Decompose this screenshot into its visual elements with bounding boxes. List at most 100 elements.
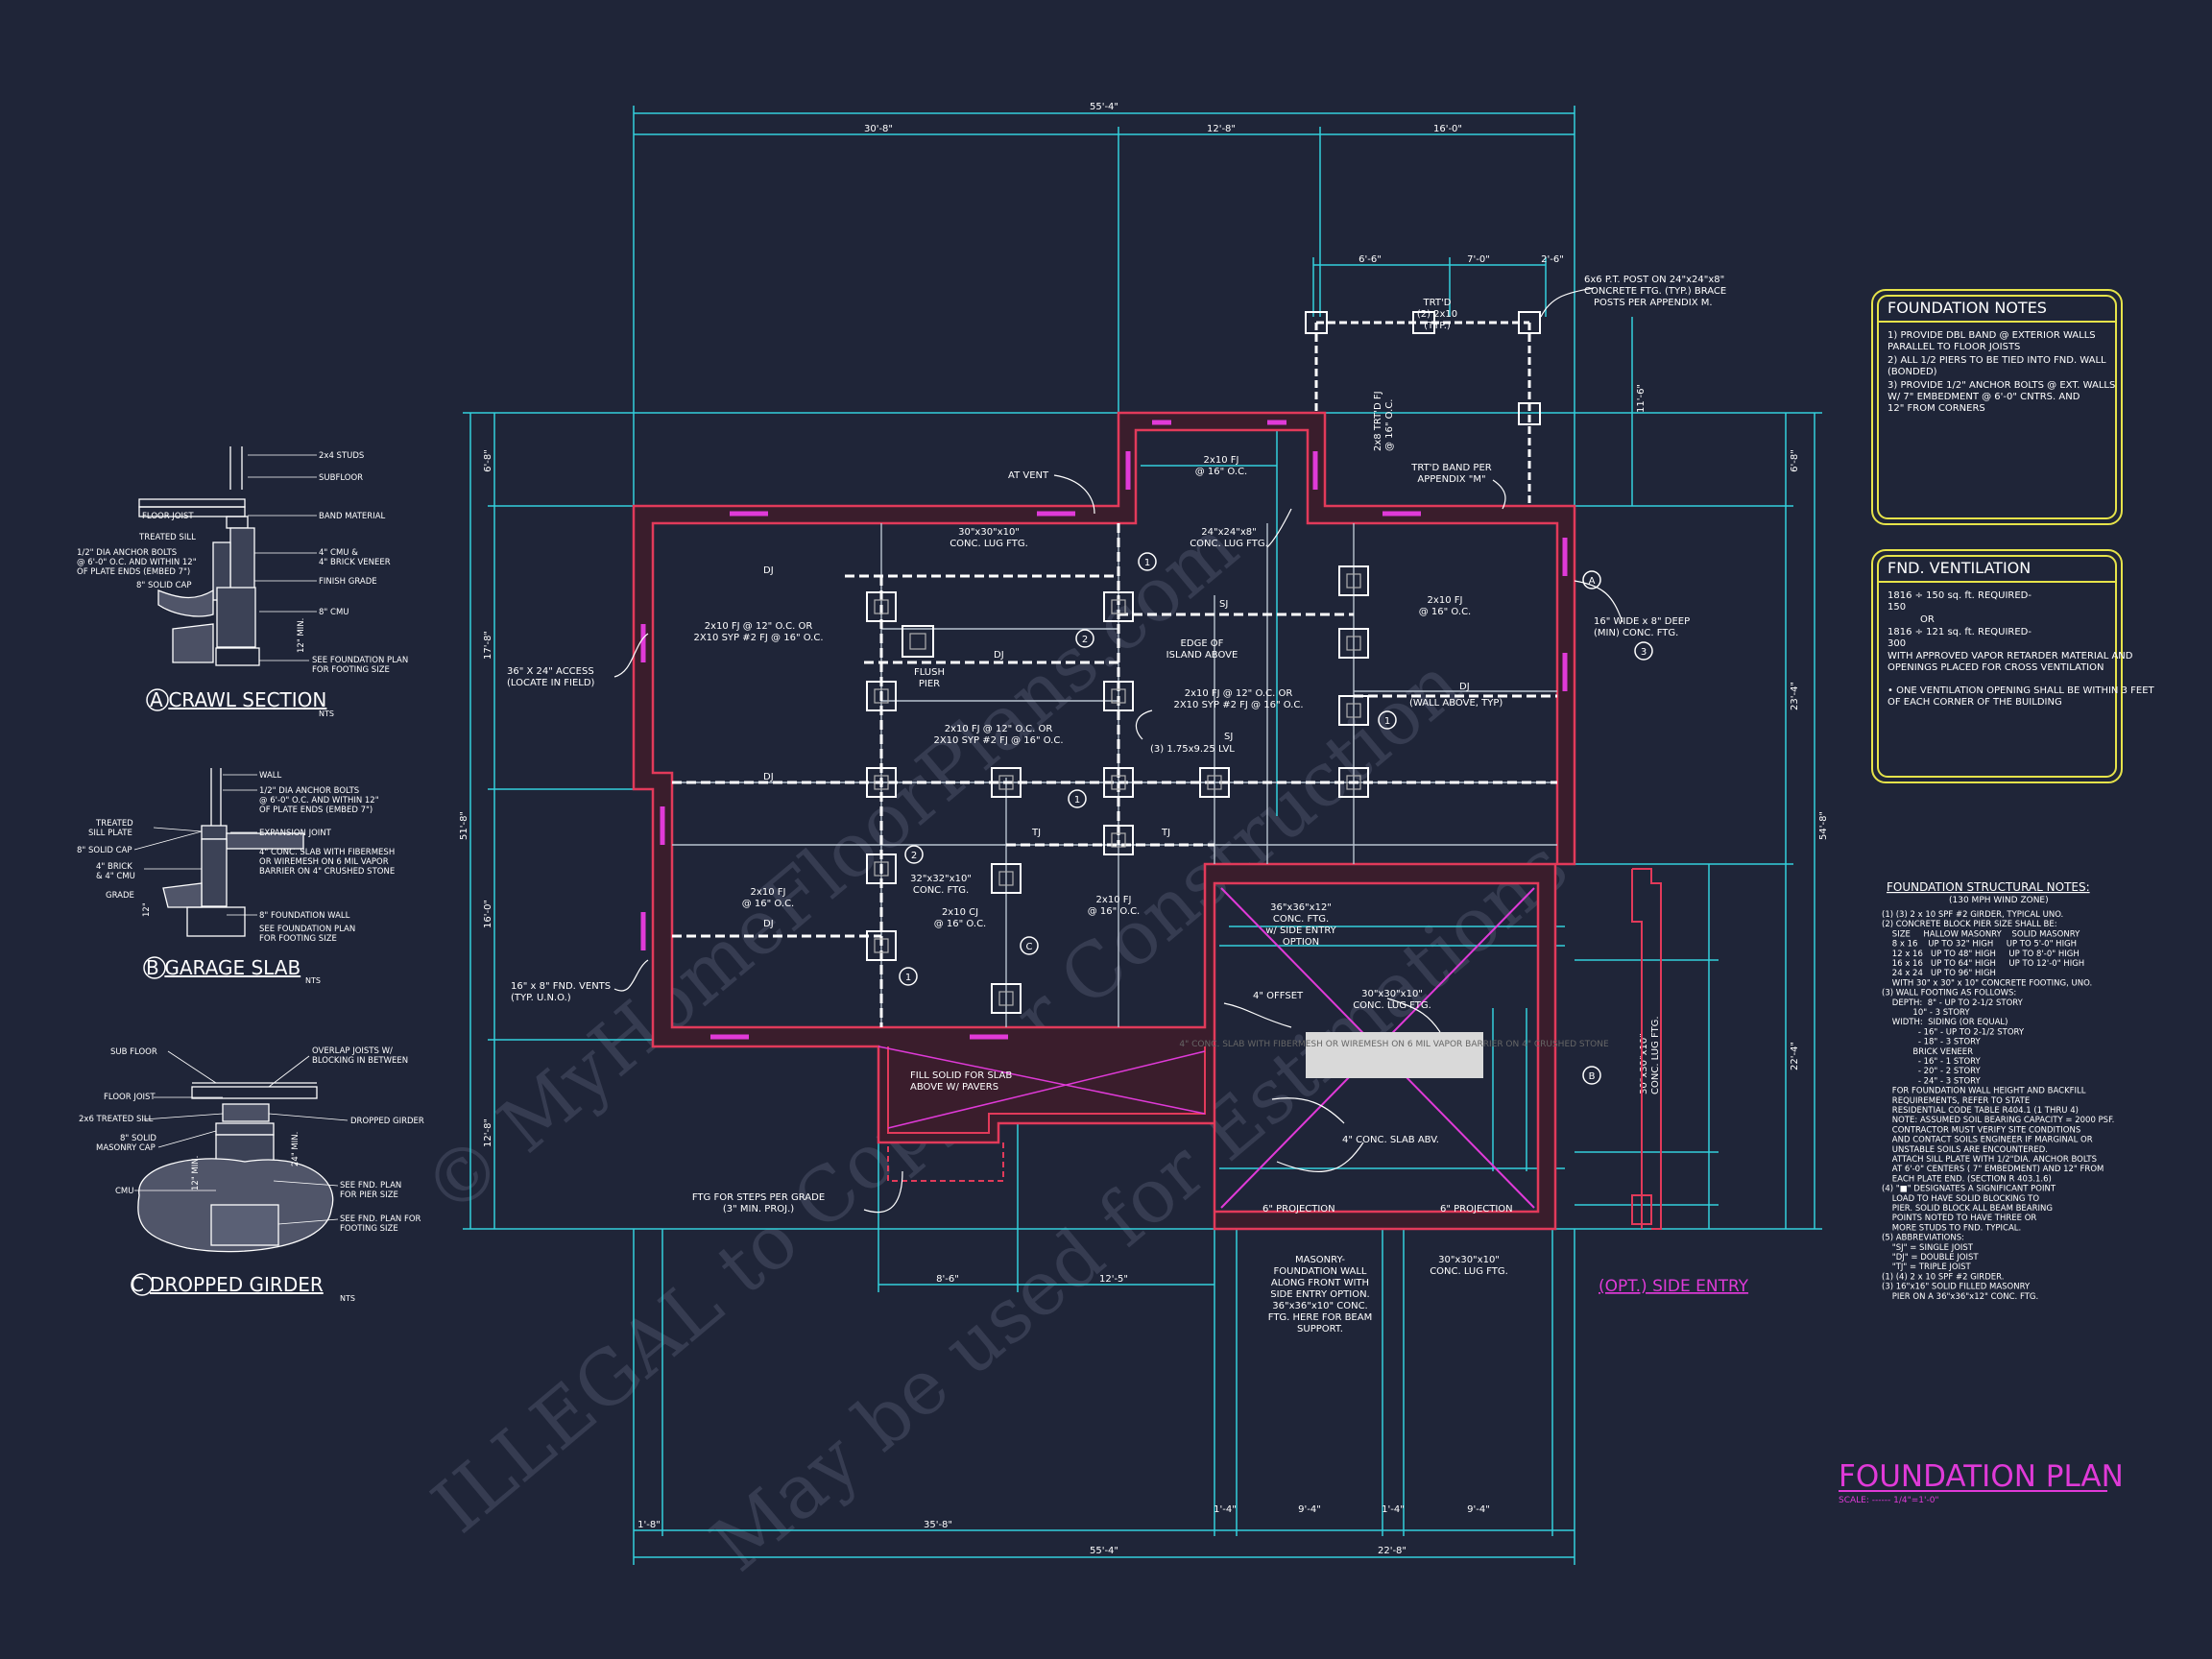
foundation-notes-list: 1) PROVIDE DBL BAND @ EXTERIOR WALLS PAR… xyxy=(1887,330,2115,414)
dim-bottom-f: 1'-4" xyxy=(1382,1504,1405,1515)
crawl-label: 1/2" DIA ANCHOR BOLTS@ 6'-0" O.C. AND WI… xyxy=(77,548,197,577)
pier xyxy=(866,591,897,622)
dim-top-total: 55'-4" xyxy=(1090,102,1118,112)
label-wide-ftg: 16" WIDE x 8" DEEP(MIN) CONC. FTG. xyxy=(1594,616,1690,638)
drawing-title: FOUNDATION PLAN xyxy=(1839,1459,2124,1494)
structural-notes: FOUNDATION STRUCTURAL NOTES: (130 MPH WI… xyxy=(1882,880,2114,1302)
svg-text:B: B xyxy=(1589,1071,1596,1082)
dim-right-total: 54'-8" xyxy=(1818,811,1829,840)
note-line: 1816 ÷ 121 sq. ft. REQUIRED- xyxy=(1887,627,2032,637)
leaders xyxy=(613,287,1623,1214)
label-pier-32: 32"x32"x10"CONC. FTG. xyxy=(910,874,972,896)
label-vents: 16" x 8" FND. VENTS(TYP. U.N.O.) xyxy=(511,981,611,1003)
girder-label: 2x6 TREATED SILL xyxy=(79,1115,154,1124)
girder-label: OVERLAP JOISTS W/BLOCKING IN BETWEEN xyxy=(312,1046,408,1066)
dim-right-b: 23'-4" xyxy=(1790,682,1800,710)
pier xyxy=(1338,767,1369,798)
girder-label: 12" MIN. xyxy=(191,1156,201,1190)
structural-note-line: CONTRACTOR MUST VERIFY SITE CONDITIONS xyxy=(1882,1125,2080,1135)
ventilation-notes-panel: FND. VENTILATION 1816 ÷ 150 sq. ft. REQU… xyxy=(1871,549,2155,783)
structural-note-line: "TJ" = TRIPLE JOIST xyxy=(1882,1262,1971,1272)
svg-text:1: 1 xyxy=(1384,716,1390,727)
structural-note-line: WITH 30" x 30" x 10" CONCRETE FOOTING, U… xyxy=(1882,978,2092,988)
note-line: PARALLEL TO FLOOR JOISTS xyxy=(1887,342,2020,352)
ventilation-notes-list: 1816 ÷ 150 sq. ft. REQUIRED- 150 OR 1816… xyxy=(1887,590,2155,708)
structural-note-line: PIER ON A 36"x36"x12" CONC. FTG. xyxy=(1882,1292,2038,1302)
structural-note-line: 10" - 3 STORY xyxy=(1882,1008,1970,1018)
label-wall-above: (WALL ABOVE, TYP) xyxy=(1409,698,1503,709)
crawl-label: FLOOR JOIST xyxy=(142,512,194,521)
pier xyxy=(1103,825,1134,855)
structural-note-line: MORE STUDS TO FND. TYPICAL. xyxy=(1882,1223,2021,1233)
crawl-nts: NTS xyxy=(319,709,334,718)
pier xyxy=(1103,681,1134,711)
detail-marker-text: 1 2 1 2 1 C 1 3 A B xyxy=(905,558,1647,1082)
structural-note-line: LOAD TO HAVE SOLID BLOCKING TO xyxy=(1882,1194,2039,1204)
structural-note-line: - 16" - UP TO 2-1/2 STORY xyxy=(1882,1027,2025,1037)
garage-labels: WALL 1/2" DIA ANCHOR BOLTS@ 6'-0" O.C. A… xyxy=(77,771,395,944)
structural-notes-subtitle: (130 MPH WIND ZONE) xyxy=(1949,896,2049,905)
svg-text:1: 1 xyxy=(905,973,911,983)
label-garage-lug: 30"x30"x10"CONC. LUG FTG. xyxy=(1353,989,1431,1011)
dim-bottom-c: 22'-8" xyxy=(1378,1546,1407,1556)
label-fj-right: 2x10 FJ@ 16" O.C. xyxy=(1419,595,1472,617)
structural-note-line: EACH PLATE END. (SECTION R 403.1.6) xyxy=(1882,1174,2052,1184)
note-line: OPENINGS PLACED FOR CROSS VENTILATION xyxy=(1887,662,2104,673)
pier xyxy=(866,767,897,798)
dim-porch-c: 2'-6" xyxy=(1541,254,1564,265)
crawl-letter: A xyxy=(150,688,163,711)
garage-label: 4" BRICK& 4" CMU xyxy=(96,862,135,881)
side-entry-outline xyxy=(1631,868,1662,1230)
label-proj-left: 6" PROJECTION xyxy=(1262,1204,1335,1214)
dim-bottom-e: 9'-4" xyxy=(1298,1504,1321,1515)
dim-left-d: 12'-8" xyxy=(483,1118,493,1147)
note-line: 150 xyxy=(1887,602,1906,613)
note-line: 1816 ÷ 150 sq. ft. REQUIRED- xyxy=(1887,590,2032,601)
svg-text:2: 2 xyxy=(1082,635,1088,645)
svg-text:1: 1 xyxy=(1144,558,1150,568)
pier xyxy=(991,767,1022,798)
foundation-walls xyxy=(632,411,1576,1231)
dimension-lines xyxy=(463,106,1822,1565)
note-line: 2) ALL 1/2 PIERS TO BE TIED INTO FND. WA… xyxy=(1887,355,2106,366)
note-line: 300 xyxy=(1887,638,1906,649)
girder-label: SUB FLOOR xyxy=(110,1047,157,1057)
structural-note-line: (5) ABBREVIATIONS: xyxy=(1882,1234,1964,1243)
structural-note-line: FOR FOUNDATION WALL HEIGHT AND BACKFILL xyxy=(1882,1087,2086,1096)
dim-bottom-d: 1'-4" xyxy=(1214,1504,1237,1515)
structural-note-line: SIZE HALLOW MASONRY SOLID MASONRY xyxy=(1882,929,2080,939)
dim-top-c: 16'-0" xyxy=(1433,124,1462,134)
svg-text:A: A xyxy=(1589,576,1596,587)
structural-note-line: BRICK VENEER xyxy=(1882,1047,1973,1057)
garage-slab-area: 4" CONC. SLAB WITH FIBERMESH OR WIREMESH… xyxy=(878,887,1609,1209)
note-line: OF EACH CORNER OF THE BUILDING xyxy=(1887,697,2062,708)
structural-note-line: AT 6'-0" CENTERS ( 7" EMBEDMENT) AND 12"… xyxy=(1882,1165,2104,1174)
dim-right-a: 6'-8" xyxy=(1790,449,1800,472)
label-access: 36" X 24" ACCESS(LOCATE IN FIELD) xyxy=(507,666,595,688)
foundation-notes-title: FOUNDATION NOTES xyxy=(1887,299,2047,317)
pier xyxy=(991,863,1022,894)
note-line: • ONE VENTILATION OPENING SHALL BE WITHI… xyxy=(1887,685,2155,696)
label-side-entry-lug: 30"x30"x10"CONC. LUG FTG. xyxy=(1639,1016,1661,1094)
label-dj: DJ xyxy=(1459,682,1470,692)
garage-slab-note: 4" CONC. SLAB WITH FIBERMESH OR WIREMESH… xyxy=(1179,1040,1609,1049)
garage-title-text: GARAGE SLAB xyxy=(164,956,301,979)
garage-label: 8" FOUNDATION WALL xyxy=(259,911,350,921)
structural-note-line: 16 x 16 UP TO 64" HIGH UP TO 12'-0" HIGH xyxy=(1882,959,2084,969)
dim-right-c: 22'-4" xyxy=(1790,1042,1800,1070)
label-lug-2: 24"x24"x8"CONC. LUG FTG. xyxy=(1190,527,1268,549)
pier xyxy=(1199,767,1230,798)
dim-top-b: 12'-8" xyxy=(1207,124,1236,134)
